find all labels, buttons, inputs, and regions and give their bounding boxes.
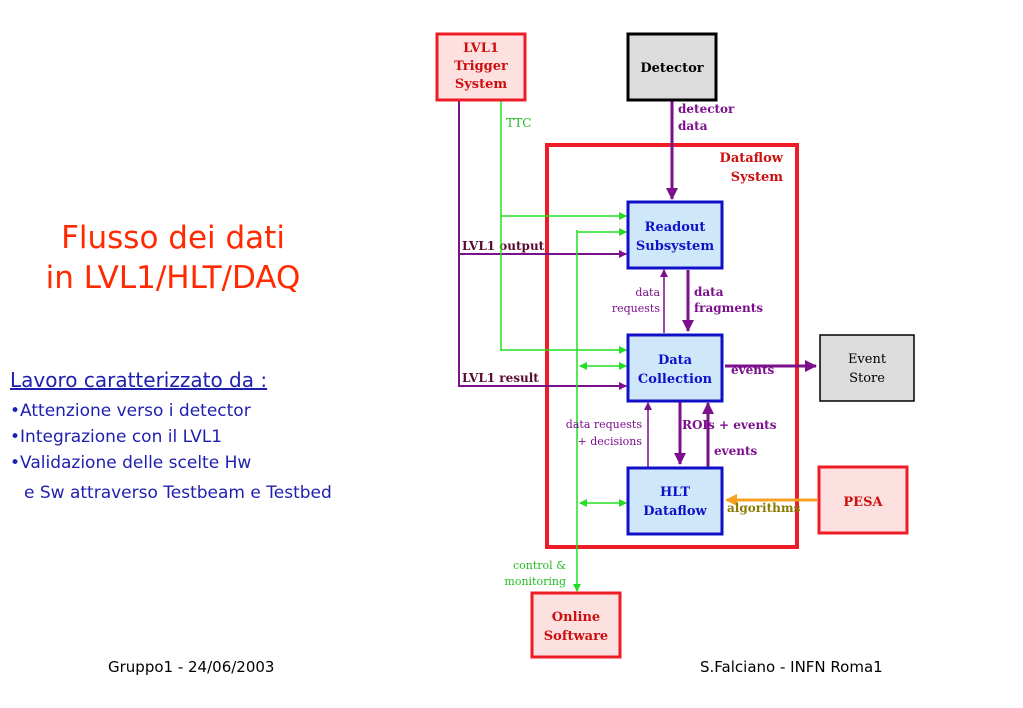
- ttc-label: TTC: [506, 116, 531, 130]
- data-requests-decisions-label-2: + decisions: [578, 435, 643, 448]
- readout-label-1: Readout: [645, 220, 706, 235]
- lvl1-label-2: Trigger: [454, 59, 508, 74]
- data-collection-label-2: Collection: [638, 372, 713, 387]
- data-requests-label-2: requests: [612, 302, 660, 315]
- detector-label: Detector: [640, 61, 703, 76]
- bullet-item: •Validazione delle scelte Hw: [10, 453, 252, 473]
- lvl1-label-1: LVL1: [463, 41, 499, 56]
- lvl1-result-label: LVL1 result: [462, 371, 539, 385]
- events-to-store-label: events: [731, 363, 775, 377]
- bullet-list: •Attenzione verso i detector •Integrazio…: [10, 398, 332, 506]
- online-label-2: Software: [544, 629, 608, 644]
- data-requests-decisions-label-1: data requests: [566, 418, 643, 431]
- rois-events-label: ROIs + events: [682, 418, 777, 432]
- event-store-label-1: Event: [848, 352, 887, 367]
- detector-data-label-2: data: [678, 119, 708, 133]
- hlt-dataflow-box: HLT Dataflow: [626, 466, 724, 536]
- control-monitoring-label-2: monitoring: [504, 575, 566, 588]
- algorithms-label: algorithms: [727, 501, 801, 515]
- bullet-item: e Sw attraverso Testbeam e Testbed: [24, 483, 332, 503]
- event-store-box: Event Store: [819, 334, 915, 402]
- online-label-1: Online: [552, 610, 600, 625]
- lvl1-output-label: LVL1 output: [462, 239, 545, 253]
- bullet-item: •Integrazione con il LVL1: [10, 427, 223, 447]
- footer-left: Gruppo1 - 24/06/2003: [108, 658, 275, 676]
- dataflow-system-label-2: System: [731, 170, 784, 185]
- readout-label-2: Subsystem: [636, 239, 714, 254]
- lvl1-label-3: System: [455, 77, 508, 92]
- readout-subsystem-box: Readout Subsystem: [626, 200, 724, 270]
- data-collection-label-1: Data: [658, 353, 693, 368]
- data-requests-label-1: data: [635, 286, 660, 299]
- detector-data-label-1: detector: [678, 102, 735, 116]
- events-label: events: [714, 444, 758, 458]
- hlt-label-1: HLT: [660, 485, 690, 500]
- subtitle: Lavoro caratterizzato da :: [10, 368, 268, 392]
- pesa-box: PESA: [817, 465, 909, 535]
- footer-right: S.Falciano - INFN Roma1: [700, 658, 883, 676]
- hlt-label-2: Dataflow: [643, 504, 707, 519]
- online-software-box: Online Software: [530, 591, 622, 659]
- dataflow-system-label-1: Dataflow: [720, 151, 784, 166]
- data-collection-box: Data Collection: [626, 333, 724, 403]
- pesa-label: PESA: [843, 495, 883, 510]
- lvl1-trigger-box: LVL1 Trigger System: [435, 32, 527, 102]
- control-monitoring-label-1: control &: [513, 559, 566, 572]
- bullet-item: •Attenzione verso i detector: [10, 401, 251, 421]
- slide-title: Flusso dei dati in LVL1/HLT/DAQ: [8, 218, 338, 298]
- detector-box: Detector: [626, 32, 718, 102]
- event-store-label-2: Store: [849, 371, 885, 386]
- title-line-2: in LVL1/HLT/DAQ: [45, 260, 301, 296]
- title-line-1: Flusso dei dati: [61, 220, 285, 256]
- data-fragments-label-2: fragments: [694, 301, 763, 315]
- data-fragments-label-1: data: [694, 285, 724, 299]
